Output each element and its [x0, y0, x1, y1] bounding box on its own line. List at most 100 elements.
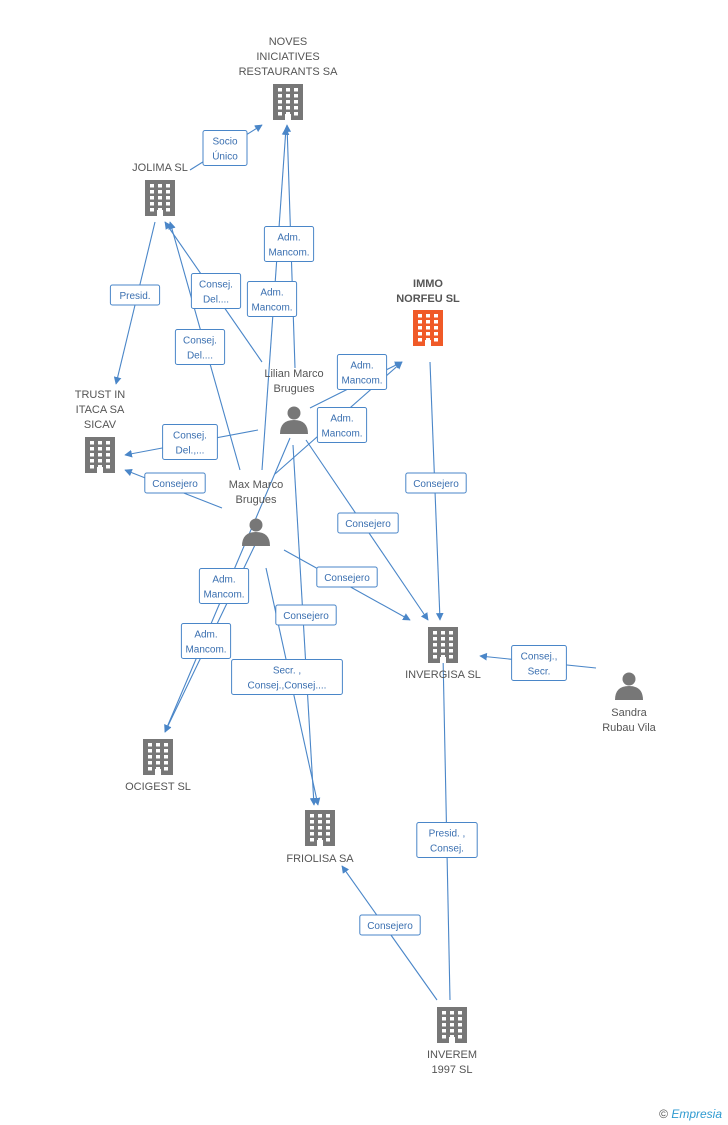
relation-label-text: Del.... [187, 351, 213, 362]
relation-label-text: Consejero [345, 519, 391, 530]
relation-label[interactable]: Adm. Mancom. [263, 226, 315, 262]
building-icon [413, 310, 443, 346]
relation-label-text: Consejero [283, 611, 329, 622]
node-label: Sandra [611, 707, 647, 719]
relation-label[interactable]: Consejero [405, 472, 467, 494]
node-label: INVEREM [427, 1049, 477, 1061]
relation-label[interactable]: Presid. , Consej. [416, 822, 478, 858]
relation-label[interactable]: Adm. Mancom. [336, 354, 388, 390]
relation-label[interactable]: Consejero [316, 566, 378, 588]
building-icon [428, 627, 458, 663]
relation-label-text: Consej. [430, 844, 464, 855]
watermark: © Empresia [659, 1107, 722, 1121]
node-ocigest[interactable]: OCIGEST SL [125, 739, 191, 793]
node-label: 1997 SL [432, 1064, 473, 1076]
building-icon [305, 810, 335, 846]
relation-label-text: Mancom. [251, 303, 292, 314]
relation-label-text: Consejero [413, 479, 459, 490]
relation-label[interactable]: Adm. Mancom. [180, 623, 232, 659]
node-label: NOVES [269, 36, 308, 48]
relation-label[interactable]: Consejero [359, 914, 421, 936]
node-label: SICAV [84, 419, 117, 431]
relation-label-text: Consej. [173, 431, 207, 442]
brand-name: Empresia [671, 1107, 722, 1121]
nodes-layer: NOVES INICIATIVES RESTAURANTS SA JOLIMA SL I… [75, 36, 657, 1076]
node-noves[interactable]: NOVES INICIATIVES RESTAURANTS SA [239, 36, 338, 120]
node-trust[interactable]: TRUST IN ITACA SA SICAV [75, 389, 126, 473]
person-icon [242, 518, 270, 546]
node-label: Lilian Marco [264, 368, 323, 380]
building-icon [143, 739, 173, 775]
relation-label[interactable]: Consejero [144, 472, 206, 494]
relation-label-text: Consej. [199, 280, 233, 291]
relation-label-text: Adm. [194, 630, 217, 641]
relation-label-text: Adm. [350, 361, 373, 372]
relation-label[interactable]: Consej. Del.... [190, 273, 242, 309]
relation-label-text: Mancom. [321, 429, 362, 440]
node-label: Brugues [236, 494, 277, 506]
relation-label-text: Consej., [521, 652, 558, 663]
relation-label-text: Adm. [212, 575, 235, 586]
node-label: INICIATIVES [256, 51, 319, 63]
relation-label[interactable]: Consej., Secr. [511, 645, 567, 681]
relation-label-text: Socio [212, 137, 237, 148]
person-icon [615, 672, 643, 700]
relation-label-text: Consejero [324, 573, 370, 584]
node-label: IMMO [413, 278, 443, 290]
node-inverem[interactable]: INVEREM 1997 SL [427, 1007, 477, 1076]
relation-label[interactable]: Consej. Del.... [174, 329, 226, 365]
relation-label-text: Consejero [152, 479, 198, 490]
relation-label-text: Adm. [330, 414, 353, 425]
relation-label[interactable]: Adm. Mancom. [198, 568, 250, 604]
node-label: JOLIMA SL [132, 162, 188, 174]
relation-label-text: Mancom. [185, 645, 226, 656]
relation-label-text: Del.,... [176, 446, 205, 457]
relation-label-text: Del.... [203, 295, 229, 306]
relation-label-text: Único [212, 150, 238, 163]
relation-label[interactable]: Secr. , Consej.,Consej.... [231, 659, 343, 695]
relation-label[interactable]: Consejero [275, 604, 337, 626]
copyright-symbol: © [659, 1107, 668, 1121]
node-label: INVERGISA SL [405, 669, 481, 681]
relation-label-text: Consej. [183, 336, 217, 347]
building-icon [437, 1007, 467, 1043]
relation-label-text: Adm. [260, 288, 283, 299]
relation-label[interactable]: Adm. Mancom. [316, 407, 368, 443]
node-label: TRUST IN [75, 389, 126, 401]
relation-label[interactable]: Presid. [109, 284, 161, 306]
relation-label-text: Adm. [277, 233, 300, 244]
relation-label[interactable]: Consej. Del.,... [162, 424, 218, 460]
relation-label-text: Secr. [528, 667, 551, 678]
node-immo[interactable]: IMMO NORFEU SL [396, 278, 460, 346]
node-label: Rubau Vila [602, 722, 656, 734]
node-label: OCIGEST SL [125, 781, 191, 793]
relation-label[interactable]: Consejero [337, 512, 399, 534]
relation-label-text: Consejero [367, 921, 413, 932]
node-label: NORFEU SL [396, 293, 460, 305]
node-label: ITACA SA [76, 404, 125, 416]
relation-label-text: Secr. , [273, 666, 301, 677]
relation-label-text: Presid. [119, 291, 150, 302]
relation-label-text: Mancom. [341, 376, 382, 387]
node-invergisa[interactable]: INVERGISA SL [405, 627, 481, 681]
node-friolisa[interactable]: FRIOLISA SA [286, 810, 354, 865]
relation-label[interactable]: Adm. Mancom. [246, 281, 298, 317]
building-icon [273, 84, 303, 120]
relation-label-text: Presid. , [429, 829, 466, 840]
node-label: RESTAURANTS SA [239, 66, 338, 78]
building-icon [85, 437, 115, 473]
node-jolima[interactable]: JOLIMA SL [132, 162, 188, 216]
relation-label-text: Mancom. [203, 590, 244, 601]
person-icon [280, 406, 308, 434]
relation-label-text: Consej.,Consej.... [248, 681, 327, 692]
node-label: FRIOLISA SA [286, 853, 354, 865]
relation-label-text: Mancom. [268, 248, 309, 259]
building-icon [145, 180, 175, 216]
node-label: Max Marco [229, 479, 283, 491]
